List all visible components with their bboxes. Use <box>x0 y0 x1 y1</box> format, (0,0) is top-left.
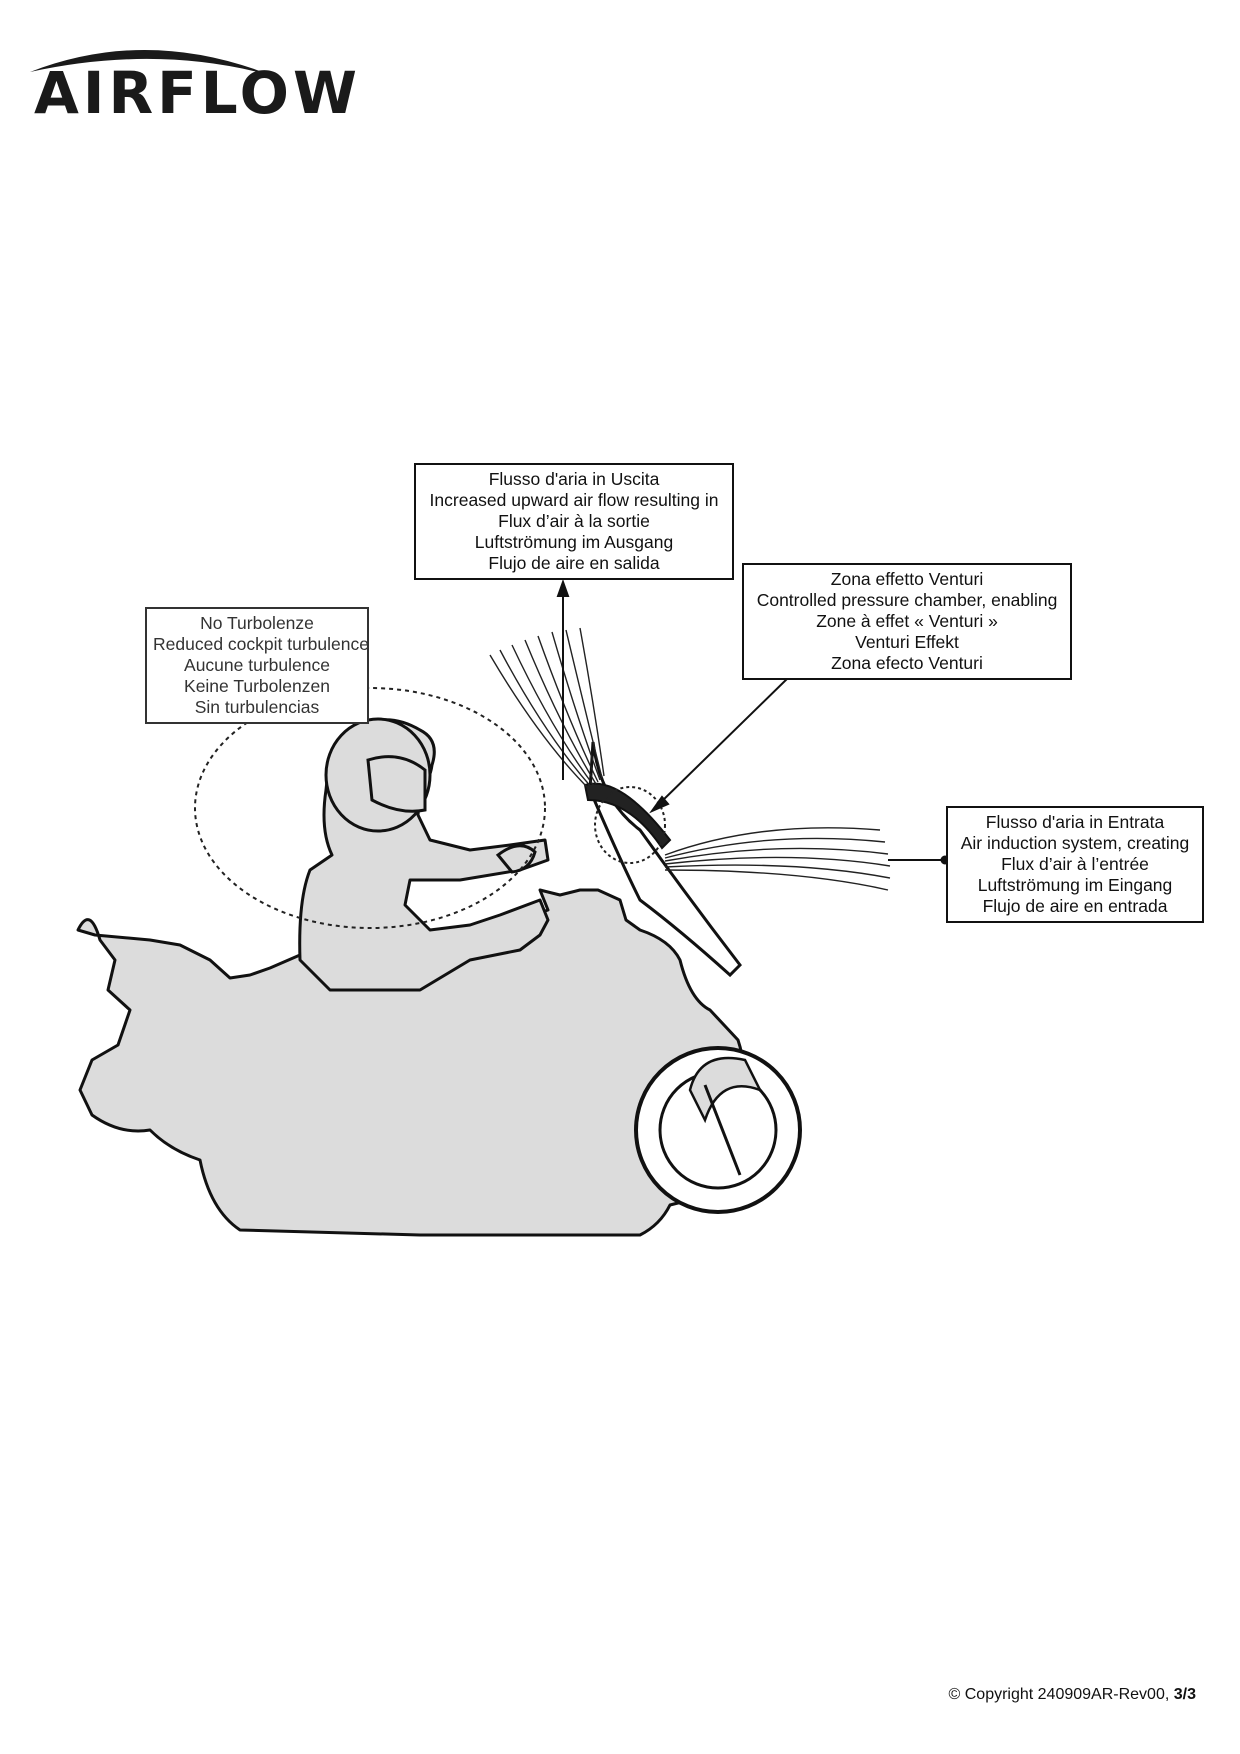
callout-line: Flux d’air à la sortie <box>498 511 650 531</box>
callout-line: Luftströmung im Ausgang <box>474 532 674 552</box>
callout-line: Zona efecto Venturi <box>831 653 983 673</box>
callout-airflow-inlet: Flusso d'aria in Entrata Air induction s… <box>946 806 1204 923</box>
front-fork <box>703 1084 742 1176</box>
callout-line: Reduced cockpit turbulence <box>153 634 369 654</box>
callout-line: Flusso d'aria in Uscita <box>488 469 660 489</box>
no-turbulence-zone <box>194 687 546 929</box>
venturi-zone <box>594 786 666 864</box>
callout-line: Venturi Effekt <box>855 632 959 652</box>
callout-venturi-zone: Zona effetto Venturi Controlled pressure… <box>742 563 1072 680</box>
callout-line: Controlled pressure chamber, enabling <box>756 590 1058 610</box>
windshield-deflector <box>583 782 672 850</box>
leader-lines <box>556 579 950 865</box>
callout-line: Luftströmung im Eingang <box>977 875 1173 895</box>
callout-line: Keine Turbolenzen <box>184 676 330 696</box>
logo-text: AIRFLOW <box>34 59 361 127</box>
callout-line: Aucune turbulence <box>184 655 330 675</box>
mirror <box>495 844 537 874</box>
callout-line: Sin turbulencias <box>194 697 320 717</box>
logo-swoosh-icon <box>30 49 273 76</box>
windshield <box>588 741 742 978</box>
airflow-logo: AIRFLOW <box>28 38 357 128</box>
inlet-airflow-lines <box>664 827 891 891</box>
callout-line: Flusso d'aria in Entrata <box>985 812 1165 832</box>
outlet-airflow-lines <box>489 627 605 791</box>
page-number: 3/3 <box>1173 1686 1196 1703</box>
callout-line: Increased upward air flow resulting in <box>429 490 719 510</box>
helmet-visor <box>366 755 427 813</box>
callout-no-turbulence: No Turbolenze Reduced cockpit turbulence… <box>145 607 369 724</box>
callout-line: Flujo de aire en entrada <box>982 896 1168 916</box>
callout-line: Flujo de aire en salida <box>488 553 660 573</box>
copyright-text: © Copyright 240909AR-Rev00, <box>948 1686 1170 1703</box>
callout-airflow-outlet: Flusso d'aria in Uscita Increased upward… <box>414 463 734 580</box>
callout-line: Zone à effet « Venturi » <box>816 611 998 631</box>
callout-line: No Turbolenze <box>200 613 314 633</box>
copyright-footer: © Copyright 240909AR-Rev00, 3/3 <box>949 1686 1197 1704</box>
callout-line: Zona effetto Venturi <box>830 569 984 589</box>
callout-line: Flux d’air à l’entrée <box>1001 854 1149 874</box>
callout-line: Air induction system, creating <box>960 833 1190 853</box>
